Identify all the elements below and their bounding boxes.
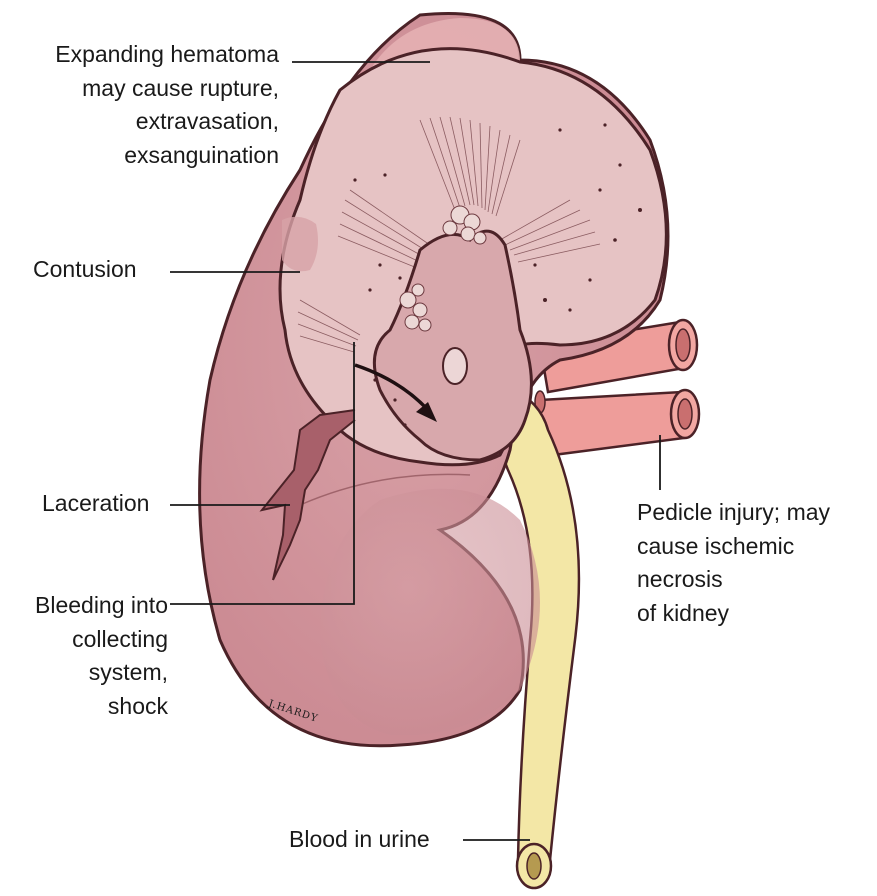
leader-lines bbox=[170, 61, 661, 841]
pedicle-label: Pedicle injury; may cause ischemic necro… bbox=[637, 499, 831, 626]
kidney bbox=[198, 11, 670, 748]
blood-in-urine-label: Blood in urine bbox=[289, 826, 430, 852]
contusion bbox=[282, 216, 318, 272]
medullary-pyramids bbox=[297, 116, 601, 353]
laceration-crack bbox=[259, 409, 356, 581]
bleeding-label: Bleeding into collecting system, shock bbox=[35, 592, 168, 719]
calyces bbox=[399, 205, 487, 332]
lower-pole bbox=[320, 488, 540, 736]
bleeding-leader bbox=[170, 342, 355, 605]
ureter bbox=[499, 383, 581, 890]
contusion-label: Contusion bbox=[33, 256, 137, 282]
hematoma-label: Expanding hematoma may cause rupture, ex… bbox=[55, 41, 279, 168]
cortex-dots bbox=[353, 123, 642, 427]
bleeding-arrow bbox=[354, 363, 437, 422]
laceration-label: Laceration bbox=[42, 490, 150, 516]
pelvis-opening bbox=[442, 347, 468, 385]
